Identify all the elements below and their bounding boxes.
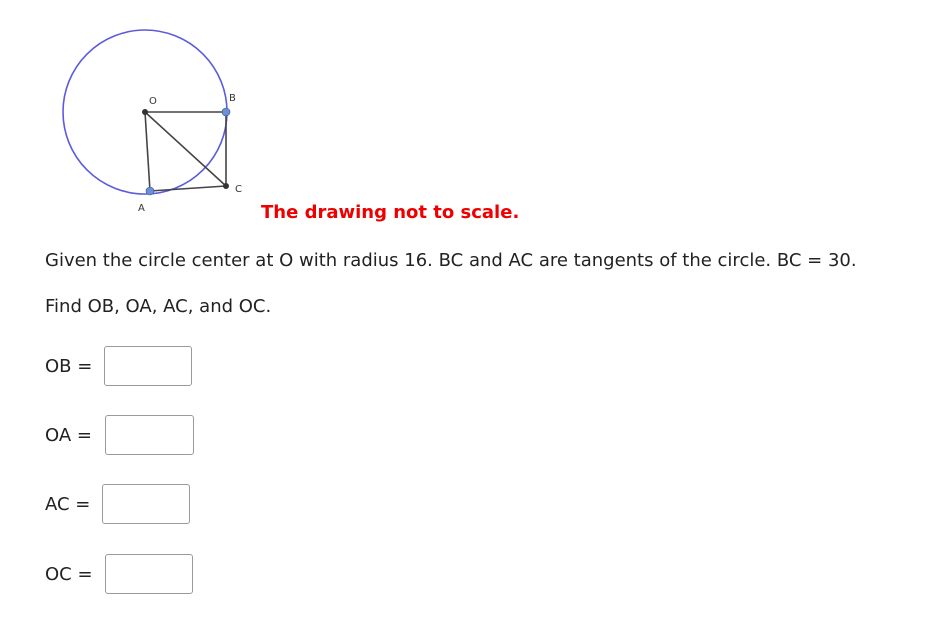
answer-row-ob: OB =	[45, 344, 193, 388]
answer-label-oa: OA =	[45, 424, 92, 446]
geometry-figure: O B A C	[0, 0, 300, 230]
answer-label-oc: OC =	[45, 563, 93, 585]
segment-oa	[144, 111, 151, 192]
label-a: A	[138, 203, 145, 214]
label-c: C	[235, 184, 242, 195]
point-a	[145, 186, 155, 196]
label-o: O	[149, 96, 157, 107]
point-b	[221, 107, 231, 117]
oc-input[interactable]	[104, 554, 193, 594]
answer-row-ac: AC =	[45, 482, 191, 526]
oa-input[interactable]	[104, 415, 194, 455]
segment-ac	[149, 185, 227, 192]
problem-statement: Given the circle center at O with radius…	[45, 250, 857, 271]
answer-row-oa: OA =	[45, 413, 194, 457]
point-o	[142, 109, 148, 115]
label-b: B	[229, 93, 236, 104]
problem-question: Find OB, OA, AC, and OC.	[45, 296, 272, 317]
answer-label-ac: AC =	[45, 493, 91, 515]
circle-tangent-diagram: O B A C	[62, 29, 242, 214]
ob-input[interactable]	[104, 346, 193, 386]
answer-label-ob: OB =	[45, 355, 93, 377]
point-c	[223, 183, 229, 189]
segment-oc	[144, 111, 227, 187]
ac-input[interactable]	[102, 484, 191, 524]
answer-row-oc: OC =	[45, 552, 193, 596]
scale-note: The drawing not to scale.	[261, 202, 520, 223]
